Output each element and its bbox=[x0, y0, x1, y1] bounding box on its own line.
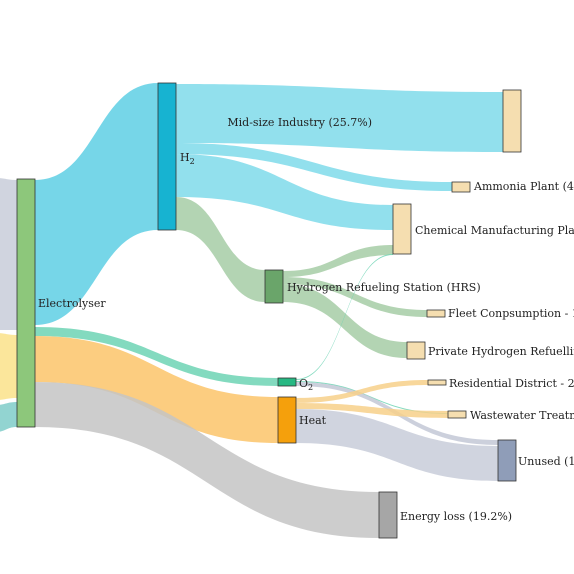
label-o2-subscript: 2 bbox=[308, 383, 313, 392]
link-o2-wastewater bbox=[296, 381, 448, 414]
link-o2-chemical bbox=[296, 254, 393, 380]
label-private-text: Private Hydrogen Refuelling S bbox=[428, 345, 574, 358]
label-o2: O2 bbox=[299, 377, 313, 392]
sankey-links bbox=[0, 83, 503, 538]
link-h2-chemical bbox=[176, 154, 393, 230]
label-unused: Unused (14 bbox=[518, 455, 574, 468]
link-hrs-fleet bbox=[283, 277, 427, 317]
label-energyloss: Energy loss (19.2%) bbox=[400, 510, 512, 523]
node-heat[interactable] bbox=[277, 396, 297, 444]
label-energyloss-text: Energy loss (19.2%) bbox=[400, 510, 512, 523]
label-unused-text: Unused (14 bbox=[518, 455, 574, 468]
node-private[interactable] bbox=[406, 341, 426, 360]
link-in-yellow bbox=[0, 333, 17, 400]
label-wastewater: Wastewater Treatment bbox=[470, 409, 574, 422]
node-energyloss[interactable] bbox=[378, 491, 398, 539]
label-fleet: Fleet Conpsumption - 15 bbox=[448, 307, 574, 320]
link-electrolyser-o2 bbox=[35, 327, 278, 386]
link-hrs-private bbox=[283, 284, 407, 358]
link-electrolyser-h2 bbox=[35, 83, 158, 325]
node-h2[interactable] bbox=[157, 82, 177, 231]
node-chemical[interactable] bbox=[392, 203, 412, 255]
sankey-nodes bbox=[16, 82, 522, 539]
node-wastewater[interactable] bbox=[447, 410, 467, 419]
label-hrs: Hydrogen Refueling Station (HRS) bbox=[287, 281, 481, 294]
label-residential: Residential District - 200 bbox=[449, 377, 574, 390]
label-heat: Heat bbox=[299, 414, 327, 427]
label-hrs-text: Hydrogen Refueling Station (HRS) bbox=[287, 281, 481, 294]
node-electrolyser[interactable] bbox=[16, 178, 36, 428]
label-wastewater-text: Wastewater Treatment bbox=[470, 409, 574, 422]
label-ammonia: Ammonia Plant (4.4%) bbox=[473, 180, 574, 193]
node-ammonia[interactable] bbox=[451, 181, 471, 193]
link-electrolyser-energyloss bbox=[35, 382, 379, 538]
label-chemical-text: Chemical Manufacturing Plant (2 bbox=[415, 224, 574, 237]
label-h2-text: H bbox=[180, 151, 190, 164]
link-heat-residential bbox=[296, 380, 428, 403]
label-electrolyser-text: Electrolyser bbox=[38, 297, 106, 310]
label-h2: H2 bbox=[180, 151, 195, 166]
node-unused[interactable] bbox=[497, 439, 517, 482]
label-private: Private Hydrogen Refuelling S bbox=[428, 345, 574, 358]
link-h2-ammonia bbox=[176, 143, 452, 191]
label-ammonia-text: Ammonia Plant (4.4%) bbox=[473, 180, 574, 193]
label-chemical: Chemical Manufacturing Plant (2 bbox=[415, 224, 574, 237]
node-hrs[interactable] bbox=[264, 269, 284, 304]
label-h2-subscript: 2 bbox=[190, 157, 195, 166]
link-electrolyser-heat bbox=[35, 336, 278, 443]
link-hrs-chemical bbox=[283, 245, 393, 277]
label-electrolyser: Electrolyser bbox=[38, 297, 106, 310]
node-o2[interactable] bbox=[277, 377, 297, 387]
link-heat-unused bbox=[296, 409, 498, 481]
node-residential[interactable] bbox=[427, 379, 447, 386]
link-h2-hrs bbox=[176, 197, 265, 302]
label-midsize-text: Mid-size Industry (25.7%) bbox=[227, 116, 372, 129]
node-midsize[interactable] bbox=[502, 89, 522, 153]
label-fleet-text: Fleet Conpsumption - 15 bbox=[448, 307, 574, 320]
label-midsize: Mid-size Industry (25.7%) bbox=[227, 116, 372, 129]
label-o2-text: O bbox=[299, 377, 308, 390]
node-fleet[interactable] bbox=[426, 309, 446, 318]
link-h2-midsize bbox=[176, 84, 503, 152]
link-in-grey bbox=[0, 178, 17, 330]
label-heat-text: Heat bbox=[299, 414, 327, 427]
link-in-teal bbox=[0, 402, 17, 432]
link-heat-wastewater bbox=[296, 403, 448, 418]
label-residential-text: Residential District - 200 bbox=[449, 377, 574, 390]
